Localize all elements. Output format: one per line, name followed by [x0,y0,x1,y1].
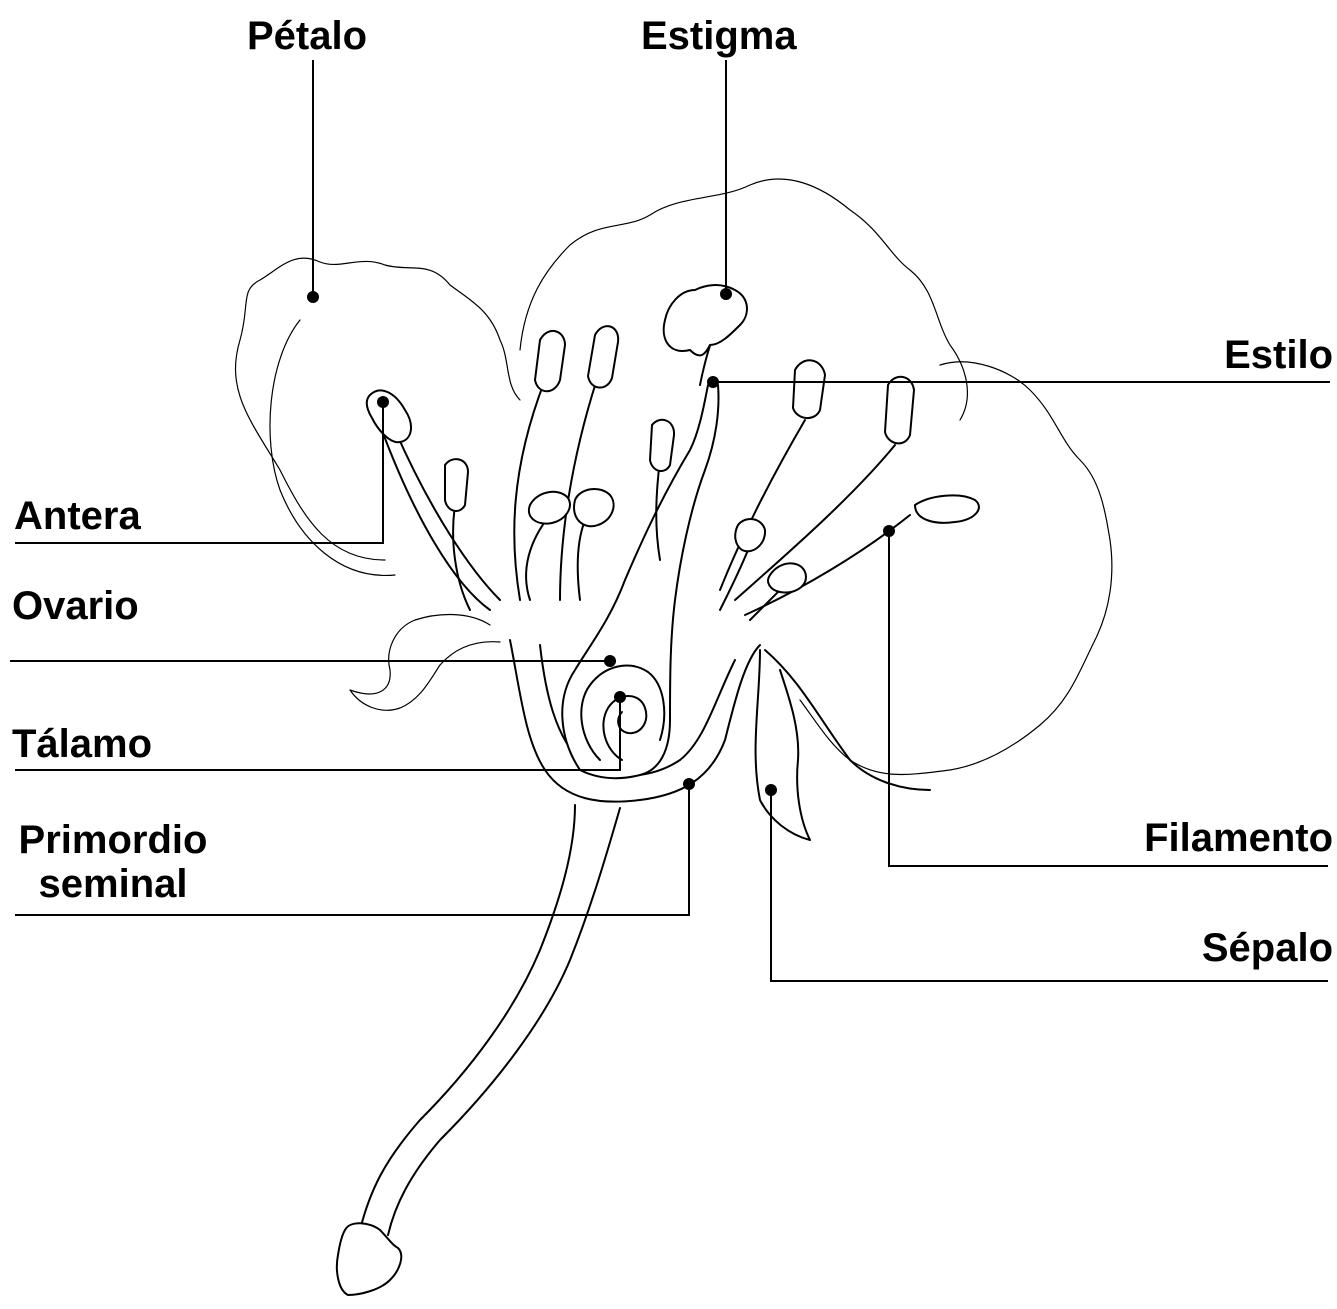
dot-estilo [707,376,719,388]
label-primordio-line1: Primordio [8,818,218,862]
label-sepalo: Sépalo [1202,926,1333,970]
label-primordio-line2: seminal [8,862,218,906]
dot-sepalo [765,784,777,796]
ovary-outline [562,385,718,778]
stem-right [388,808,620,1235]
label-filamento: Filamento [1144,816,1333,860]
dot-talamo [614,691,626,703]
dot-filamento [883,525,895,537]
label-estigma: Estigma [641,14,797,58]
dot-ovario [604,655,616,667]
stem-base [337,1223,401,1295]
petal-left-inner [270,320,395,575]
dot-primordio [683,778,695,790]
label-petalo: Pétalo [247,14,367,58]
label-primordio-seminal: Primordio seminal [8,818,218,906]
dot-petalo [307,291,319,303]
sepal-right [756,650,810,840]
petal-lower-left [350,615,500,711]
stigma-shape [664,285,747,355]
label-antera: Antera [14,494,141,538]
dot-estigma [720,288,732,300]
label-talamo: Tálamo [12,722,152,766]
stem [360,805,575,1230]
petal-right [800,362,1112,775]
label-estilo: Estilo [1224,333,1333,377]
sepal-right-edge [765,650,930,790]
label-ovario: Ovario [12,584,139,628]
dot-antera [377,396,389,408]
